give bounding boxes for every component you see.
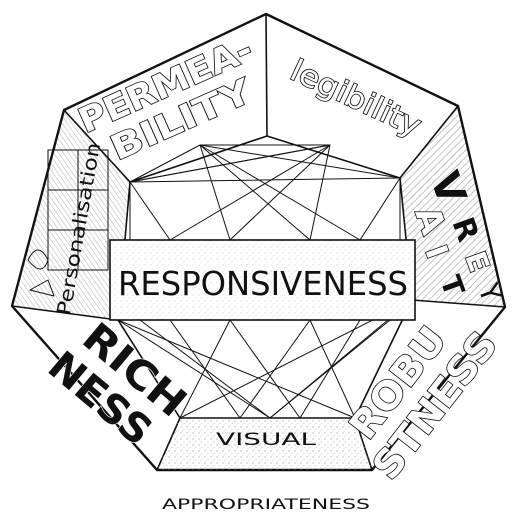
variety-segment-shading [400,106,505,307]
legibility-label: legibility [285,53,427,144]
visual-line-2: APPROPRIATENESS [162,497,370,513]
visual-line-1: VISUAL [216,430,317,450]
visual-segment-stipple [157,418,372,470]
crystal-linework [117,144,413,419]
personalisation-building-sketch [27,149,109,297]
segment-visual-appropriateness: VISUAL APPROPRIATENESS [162,430,370,513]
center-label: RESPONSIVENESS [118,264,408,303]
personalisation-sketch-shading [12,110,130,320]
segment-legibility: legibility [284,52,427,144]
center-band-stipple [111,241,414,319]
